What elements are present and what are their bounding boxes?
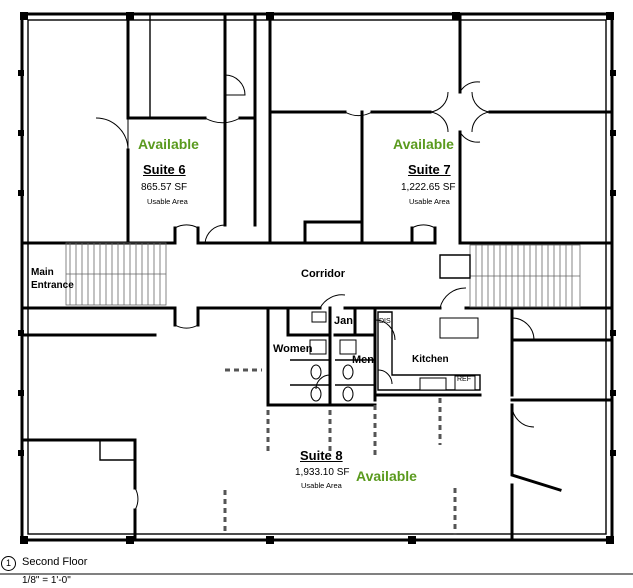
corridor-label: Corridor — [301, 268, 345, 280]
men-label: Men — [352, 354, 374, 366]
jan-label: Jan — [334, 315, 353, 327]
women-label: Women — [273, 343, 313, 355]
suite-8-area: 1,933.10 SF — [295, 467, 350, 478]
suite-6-name: Suite 6 — [143, 162, 186, 177]
suite-6-walls — [126, 12, 257, 245]
stair-west — [65, 242, 167, 306]
suite-7-walls — [268, 12, 614, 245]
suite-8-walls — [20, 306, 614, 542]
core-block — [266, 306, 482, 407]
kitchen-label: Kitchen — [412, 354, 449, 365]
suite-6-area: 865.57 SF — [141, 182, 188, 193]
suite-8-name: Suite 8 — [300, 448, 343, 463]
dashed-partitions — [223, 368, 457, 535]
suite-6-status: Available — [138, 136, 199, 152]
exterior-wall-inner — [27, 19, 607, 535]
suite-6-area-label: Usable Area — [147, 197, 188, 206]
main-entrance-label: Main Entrance — [31, 267, 74, 291]
suite-8-area-label: Usable Area — [301, 481, 342, 490]
exterior-wall — [20, 12, 614, 542]
dis-label: DIS — [379, 318, 391, 325]
suite-7-area: 1,222.65 SF — [401, 182, 456, 193]
door-swings — [95, 74, 535, 511]
corridor-walls — [20, 241, 614, 310]
columns — [18, 12, 616, 544]
suite-7-status: Available — [393, 136, 454, 152]
suite-7-name: Suite 7 — [408, 162, 451, 177]
stair-east — [439, 244, 581, 308]
drawing-title: Second Floor — [22, 556, 88, 568]
drawing-number: 1 — [1, 556, 16, 571]
drawing-scale: 1/8" = 1'-0" — [22, 575, 71, 586]
ref-label: REF — [457, 376, 471, 383]
suite-7-area-label: Usable Area — [409, 197, 450, 206]
suite-8-status: Available — [356, 468, 417, 484]
